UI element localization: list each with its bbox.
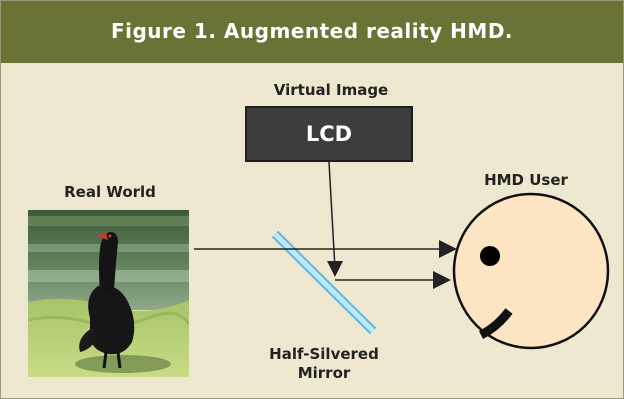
figure-title: Figure 1. Augmented reality HMD. [110,19,514,43]
mirror-label-line2: Mirror [297,364,351,382]
hmd-user-label: HMD User [484,171,568,189]
virtual-path-arrowhead [327,261,343,277]
real-path-arrowhead [439,240,457,258]
lcd-display: LCD [245,106,413,162]
virtual-image-label: Virtual Image [273,81,389,99]
virtual-light-path [328,161,336,270]
black-swan-photo [28,210,189,377]
user-eye [480,246,500,266]
figure-banner: Figure 1. Augmented reality HMD. [1,1,623,63]
real-world-label: Real World [64,183,156,201]
lcd-label: LCD [305,122,353,146]
hmd-user-head [452,192,610,350]
mirror-label-line1: Half-Silvered [269,345,379,363]
reflected-path-arrowhead [433,271,451,289]
user-mouth [478,308,513,340]
